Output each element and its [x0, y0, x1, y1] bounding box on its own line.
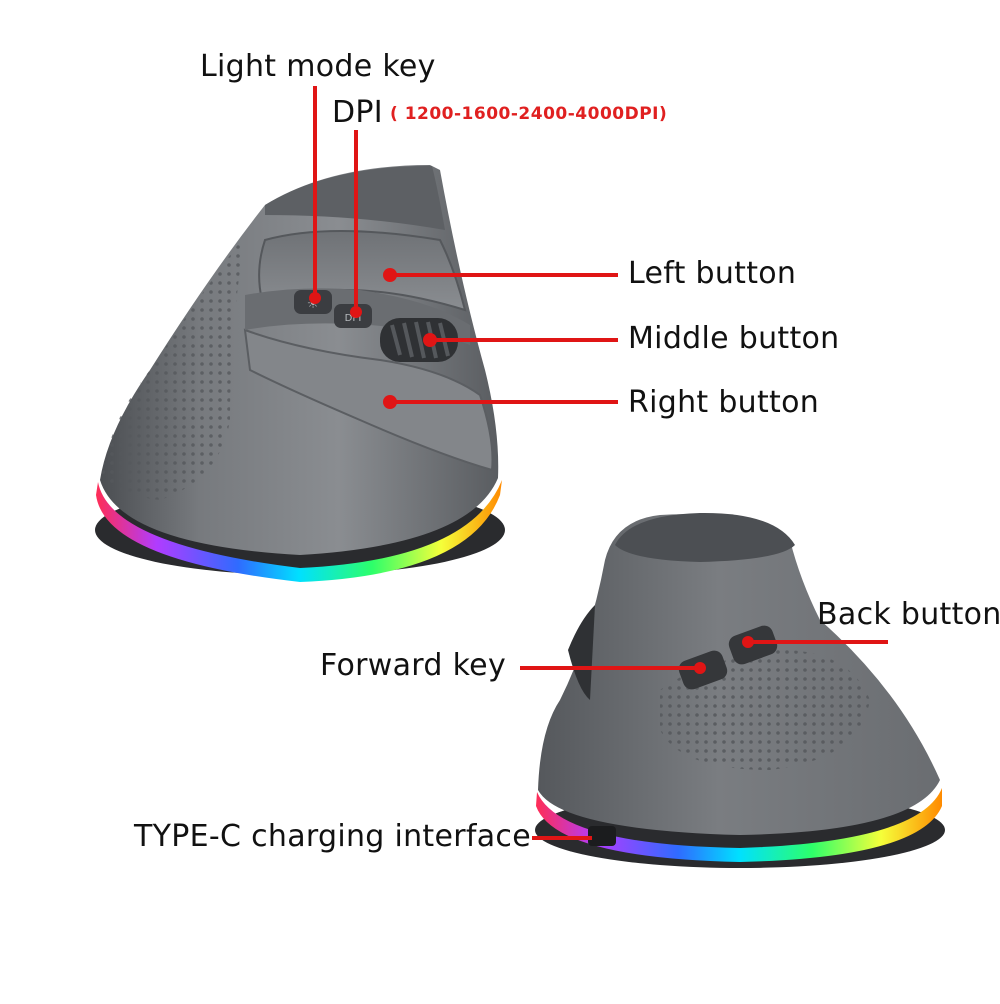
- label-light-mode-key: Light mode key: [200, 49, 436, 84]
- dpi-key-glyph: DPI: [345, 313, 362, 324]
- mouse-side-view: [535, 512, 945, 868]
- grip-texture: [102, 235, 245, 500]
- label-type-c: TYPE-C charging interface: [134, 819, 531, 854]
- label-back-button: Back button: [817, 597, 1000, 632]
- mouse2-top-face: [615, 512, 795, 562]
- label-dpi-range: ( 1200-1600-2400-4000DPI): [390, 104, 668, 124]
- label-middle-button: Middle button: [628, 321, 840, 356]
- dot-left-button: [383, 268, 397, 282]
- rgb-light-strip-2: [536, 788, 942, 862]
- dot-right-button: [383, 395, 397, 409]
- type-c-port: [588, 826, 616, 846]
- dot-forward-key: [694, 662, 706, 674]
- callout-lines: [313, 86, 888, 840]
- label-left-button: Left button: [628, 256, 797, 291]
- dot-back-button: [742, 636, 754, 648]
- mouse-front-view: ☀ DPI: [95, 165, 505, 582]
- side-scroll-edge: [568, 605, 595, 700]
- label-right-button: Right button: [628, 385, 820, 420]
- label-forward-key: Forward key: [320, 648, 506, 683]
- callout-dots: [309, 268, 754, 674]
- dot-light-mode: [309, 292, 321, 304]
- dot-middle-button: [423, 333, 437, 347]
- scroll-wheel-ridges: [390, 321, 450, 359]
- dot-dpi: [350, 306, 362, 318]
- label-dpi: DPI: [332, 95, 383, 130]
- rgb-light-strip: [96, 480, 502, 582]
- right-button-panel: [243, 328, 494, 472]
